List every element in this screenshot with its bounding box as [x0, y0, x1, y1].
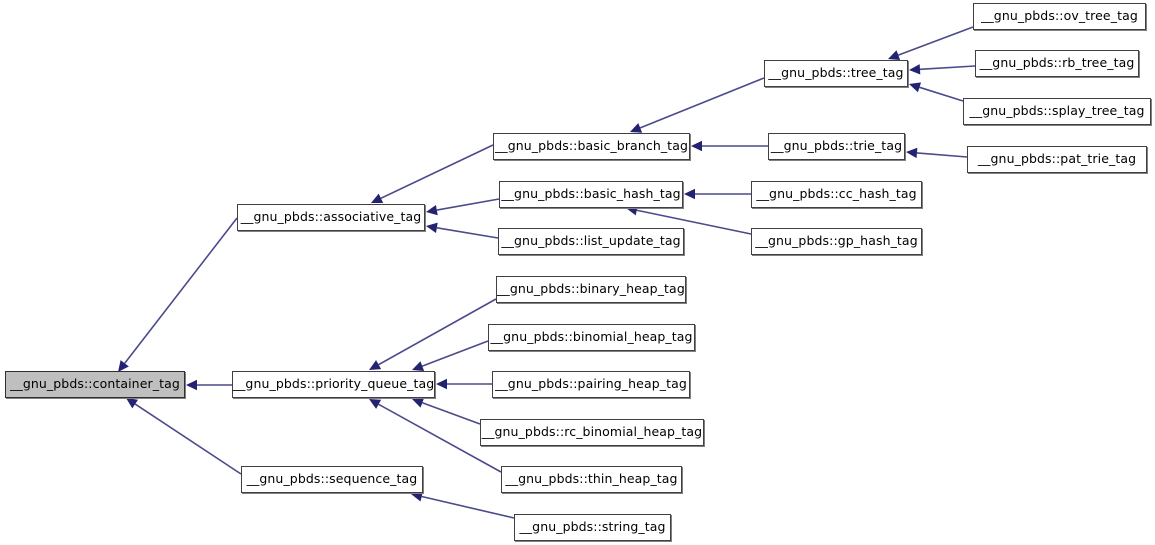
class-node-trie_tag[interactable]: __gnu_pbds::trie_tag [768, 133, 905, 160]
class-node-sequence_tag[interactable]: __gnu_pbds::sequence_tag [241, 466, 423, 493]
inheritance-edge [906, 147, 968, 159]
class-node-pat_trie_tag[interactable]: __gnu_pbds::pat_trie_tag [967, 146, 1147, 173]
class-node-gp_hash_tag[interactable]: __gnu_pbds::gp_hash_tag [751, 228, 922, 255]
inheritance-edge [426, 222, 499, 239]
class-node-label: __gnu_pbds::basic_hash_tag [501, 186, 681, 202]
class-node-cc_hash_tag[interactable]: __gnu_pbds::cc_hash_tag [751, 181, 922, 208]
class-node-label: __gnu_pbds::binary_heap_tag [497, 281, 685, 297]
inheritance-edge [909, 82, 964, 102]
inheritance-edge [436, 378, 492, 390]
class-node-label: __gnu_pbds::pairing_heap_tag [495, 376, 687, 392]
inheritance-edge [186, 379, 232, 391]
class-node-priority_queue_tag[interactable]: __gnu_pbds::priority_queue_tag [232, 371, 435, 398]
arrow-head-icon [426, 204, 438, 216]
inheritance-edge [411, 491, 515, 519]
arrow-head-icon [412, 361, 425, 371]
class-node-label: __gnu_pbds::tree_tag [768, 65, 904, 81]
inheritance-edge [126, 398, 242, 475]
class-node-string_tag[interactable]: __gnu_pbds::string_tag [514, 514, 671, 541]
inheritance-edge [684, 188, 751, 200]
inheritance-edge [371, 144, 494, 203]
arrow-head-icon [630, 123, 643, 133]
class-node-label: __gnu_pbds::pat_trie_tag [977, 151, 1137, 167]
class-node-binomial_heap_tag[interactable]: __gnu_pbds::binomial_heap_tag [488, 324, 695, 351]
class-node-label: __gnu_pbds::cc_hash_tag [756, 186, 917, 202]
class-node-binary_heap_tag[interactable]: __gnu_pbds::binary_heap_tag [496, 276, 686, 303]
class-node-label: __gnu_pbds::sequence_tag [246, 471, 418, 487]
class-node-label: __gnu_pbds::gp_hash_tag [755, 233, 918, 249]
arrow-head-icon [426, 222, 438, 233]
class-node-associative_tag[interactable]: __gnu_pbds::associative_tag [237, 204, 425, 231]
arrow-head-icon [412, 397, 425, 408]
arrow-head-icon [369, 399, 382, 409]
inheritance-edge [369, 298, 497, 370]
inheritance-edge [630, 77, 765, 133]
class-node-thin_heap_tag[interactable]: __gnu_pbds::thin_heap_tag [501, 466, 682, 493]
class-node-tree_tag[interactable]: __gnu_pbds::tree_tag [764, 60, 908, 87]
arrow-head-icon [888, 50, 901, 60]
arrow-head-icon [909, 64, 921, 75]
arrow-head-icon [909, 82, 922, 93]
inheritance-edge [691, 140, 768, 152]
class-node-label: __gnu_pbds::thin_heap_tag [505, 471, 678, 487]
class-node-rb_tree_tag[interactable]: __gnu_pbds::rb_tree_tag [975, 50, 1139, 77]
class-node-label: __gnu_pbds::ov_tree_tag [981, 8, 1138, 24]
class-node-label: __gnu_pbds::splay_tree_tag [969, 103, 1145, 119]
inheritance-edge [412, 397, 481, 425]
class-node-splay_tree_tag[interactable]: __gnu_pbds::splay_tree_tag [963, 98, 1151, 125]
class-node-rc_binomial_heap_tag[interactable]: __gnu_pbds::rc_binomial_heap_tag [480, 419, 704, 446]
class-node-label: __gnu_pbds::trie_tag [770, 138, 903, 154]
class-node-container_tag[interactable]: __gnu_pbds::container_tag [5, 371, 185, 398]
arrow-head-icon [369, 360, 382, 370]
class-node-label: __gnu_pbds::rb_tree_tag [979, 55, 1135, 71]
class-node-ov_tree_tag[interactable]: __gnu_pbds::ov_tree_tag [973, 3, 1146, 30]
class-node-label: __gnu_pbds::container_tag [10, 376, 180, 392]
arrow-head-icon [186, 379, 197, 391]
class-node-label: __gnu_pbds::binomial_heap_tag [490, 329, 693, 345]
inheritance-edge [412, 340, 489, 371]
inheritance-edge [888, 26, 974, 60]
class-node-label: __gnu_pbds::associative_tag [240, 209, 422, 225]
class-node-label: __gnu_pbds::rc_binomial_heap_tag [481, 424, 703, 440]
class-node-label: __gnu_pbds::list_update_tag [501, 233, 681, 249]
arrow-head-icon [371, 193, 384, 203]
inheritance-edge [118, 217, 238, 372]
class-node-list_update_tag[interactable]: __gnu_pbds::list_update_tag [498, 228, 684, 255]
arrow-head-icon [126, 398, 139, 409]
class-node-pairing_heap_tag[interactable]: __gnu_pbds::pairing_heap_tag [492, 371, 690, 398]
class-node-label: __gnu_pbds::basic_branch_tag [495, 138, 688, 154]
class-node-label: __gnu_pbds::string_tag [519, 519, 666, 535]
class-node-basic_branch_tag[interactable]: __gnu_pbds::basic_branch_tag [493, 133, 690, 160]
class-node-label: __gnu_pbds::priority_queue_tag [232, 376, 435, 392]
class-node-basic_hash_tag[interactable]: __gnu_pbds::basic_hash_tag [499, 181, 683, 208]
inheritance-edge [426, 198, 500, 216]
inheritance-edge [909, 64, 976, 75]
